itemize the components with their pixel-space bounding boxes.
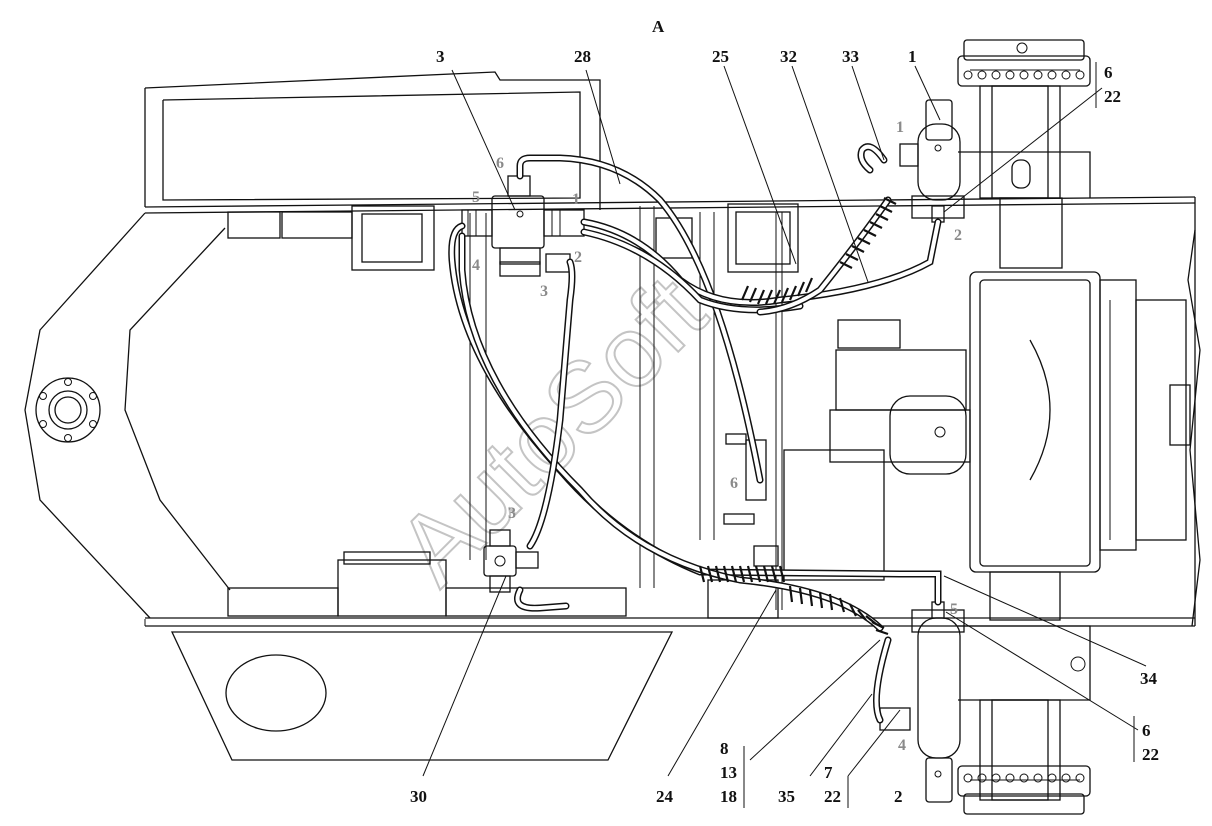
port-6-top: 6 [496, 155, 504, 172]
callout-7: 7 [824, 763, 833, 782]
port-2-cylinder: 2 [954, 227, 962, 244]
view-label: A [652, 17, 665, 36]
callout-6-bottom: 6 [1142, 721, 1151, 740]
callout-8: 8 [720, 739, 729, 758]
callout-1: 1 [908, 47, 917, 66]
port-1-cylinder: 1 [896, 119, 904, 136]
hoses [448, 143, 942, 724]
port-3-valve: 3 [540, 283, 548, 300]
port-5-cylinder: 5 [950, 601, 958, 618]
sensor-mid [723, 433, 767, 525]
callout-13: 13 [720, 763, 737, 782]
callout-22-top: 22 [1104, 87, 1121, 106]
leader-lines [144, 62, 1147, 808]
callout-6-top: 6 [1104, 63, 1113, 82]
watermark: AutoSoft [376, 255, 727, 606]
flange-bolts-bottom [963, 773, 1085, 783]
callout-35: 35 [778, 787, 795, 806]
coil-lower [698, 565, 889, 636]
callout-30: 30 [410, 787, 427, 806]
callout-32: 32 [780, 47, 797, 66]
cylinder-bottom [879, 601, 965, 803]
callout-33: 33 [842, 47, 859, 66]
callout-24: 24 [656, 787, 674, 806]
callout-34: 34 [1140, 669, 1158, 688]
port-3-lower: 3 [508, 505, 516, 522]
callout-22-bottom: 22 [1142, 745, 1159, 764]
port-6-mid: 6 [730, 475, 738, 492]
valve-block [461, 175, 585, 277]
callout-18: 18 [720, 787, 737, 806]
port-1-valve: 1 [572, 191, 580, 208]
callout-3: 3 [436, 47, 445, 66]
callout-28: 28 [574, 47, 591, 66]
axle-assembly [783, 39, 1191, 815]
flange-bolts-top [963, 70, 1085, 80]
port-5: 5 [472, 189, 480, 206]
port-4-valve: 4 [472, 257, 480, 274]
coil-upper [740, 197, 897, 305]
lower-valve [483, 529, 539, 593]
callout-2: 2 [894, 787, 903, 806]
port-2-valve: 2 [574, 249, 582, 266]
port-4-cylinder: 4 [898, 737, 906, 754]
callout-22-low: 22 [824, 787, 841, 806]
callout-25: 25 [712, 47, 729, 66]
